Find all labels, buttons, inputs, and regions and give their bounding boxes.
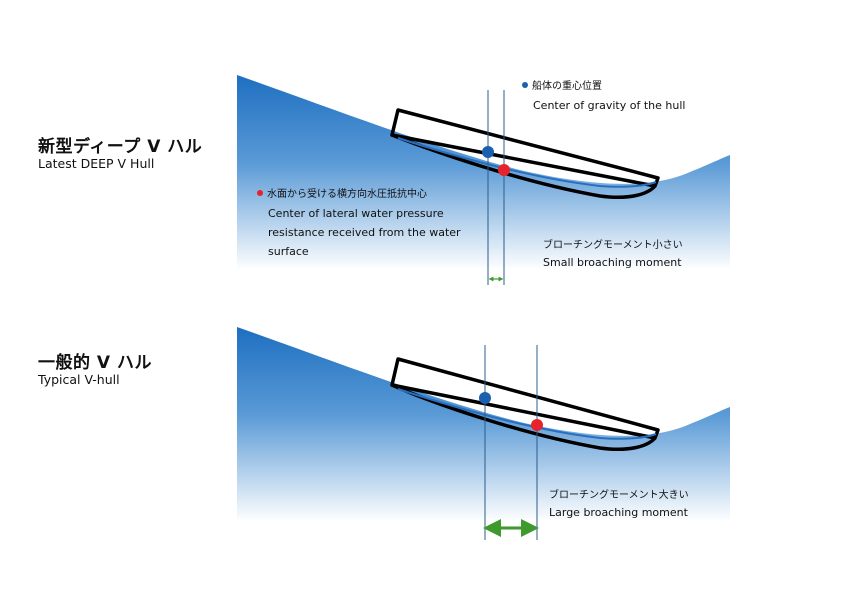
pressure-label-jp: 水面から受ける横方向水圧抵抗中心 [267, 189, 427, 200]
panel1-title-jp: 新型ディープ V ハル [38, 137, 203, 157]
pressure-label-en-2: resistance received from the water [268, 226, 461, 239]
panel1-pressure-label: 水面から受ける横方向水圧抵抗中心 Center of lateral water… [257, 185, 461, 261]
panel1-moment-label: ブローチングモーメント小さい Small broaching moment [543, 237, 683, 271]
pressure-legend-dot-icon [257, 190, 263, 196]
panel1-gravity-dot-icon [482, 146, 494, 158]
gravity-legend-dot-icon [522, 82, 528, 88]
panel1-moment-en: Small broaching moment [543, 256, 682, 269]
panel1-water [237, 75, 730, 270]
panel1-boat-hull-icon [390, 108, 660, 199]
gravity-label-en: Center of gravity of the hull [533, 99, 686, 112]
panel1-pressure-dot-icon [498, 164, 510, 176]
panel2-pressure-dot-icon [531, 419, 543, 431]
pressure-label-en-1: Center of lateral water pressure [268, 207, 444, 220]
panel2-gravity-dot-icon [479, 392, 491, 404]
panel2-moment-label: ブローチングモーメント大きい Large broaching moment [549, 487, 689, 521]
gravity-label-jp: 船体の重心位置 [532, 81, 602, 92]
panel2-water [237, 327, 730, 522]
panel2-title-jp: 一般的 V ハル [38, 353, 152, 373]
panel1-title-en: Latest DEEP V Hull [38, 156, 155, 171]
panel2-moment-jp: ブローチングモーメント大きい [549, 490, 689, 501]
panel2-boat-hull-icon [390, 357, 660, 451]
panel2-moment-en: Large broaching moment [549, 506, 688, 519]
panel2-title-en: Typical V-hull [38, 372, 120, 387]
panel1-gravity-label: 船体の重心位置 Center of gravity of the hull [522, 77, 685, 115]
pressure-label-en-3: surface [268, 245, 309, 258]
panel1-moment-jp: ブローチングモーメント小さい [543, 240, 683, 251]
